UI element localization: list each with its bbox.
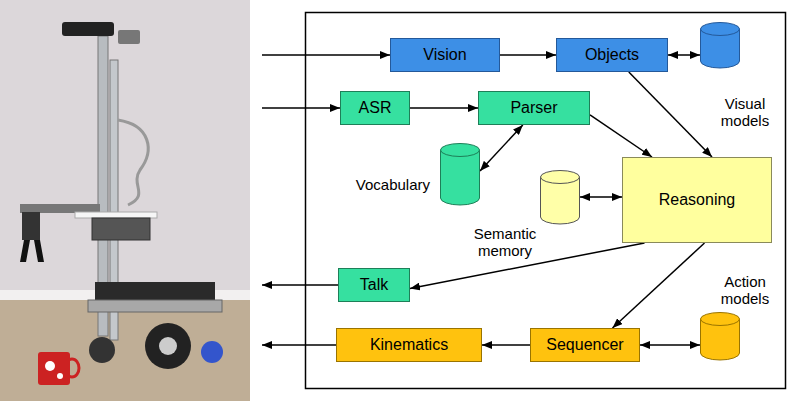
store-label: Semantic memory (465, 226, 545, 259)
process-box: Reasoning (622, 157, 772, 243)
process-box: Talk (338, 268, 410, 302)
box-label: Vision (423, 46, 466, 64)
connector-arrow (590, 115, 652, 157)
process-box: Sequencer (530, 328, 640, 362)
box-label: Kinematics (370, 336, 448, 354)
shelf (75, 212, 157, 218)
process-box: Kinematics (336, 328, 482, 362)
battery-plate (95, 282, 215, 300)
cylinder-shape (700, 312, 740, 360)
cylinder-body (441, 150, 480, 205)
storage-cylinder: Action models (700, 312, 740, 360)
connector-arrow (482, 344, 530, 346)
process-box: Objects (556, 38, 668, 72)
box-label: Parser (510, 99, 557, 117)
servo (22, 212, 40, 240)
cylinder-shape (540, 170, 580, 224)
mug-pattern (57, 373, 63, 379)
connector-arrow (480, 125, 523, 171)
connector-arrow (629, 72, 712, 157)
base-frame (88, 300, 222, 312)
store-label: Vocabulary (330, 177, 430, 194)
storage-cylinder: Visual models (700, 22, 740, 68)
box-label: Talk (360, 276, 388, 294)
connector-arrow (580, 196, 622, 198)
box-label: Reasoning (659, 191, 736, 209)
robot (20, 22, 223, 369)
cylinder-shape (440, 143, 480, 205)
mug (38, 352, 79, 385)
camera (118, 30, 140, 44)
mug-body (38, 352, 70, 385)
caster (201, 341, 223, 363)
process-box: ASR (340, 91, 410, 125)
gripper (20, 240, 44, 262)
input-arrow (262, 107, 340, 109)
input-arrow (262, 54, 390, 56)
carpet (0, 298, 250, 401)
controller (92, 218, 150, 240)
connector-arrow (410, 107, 478, 109)
connector-arrow (668, 54, 700, 56)
store-label: Visual models (705, 96, 785, 129)
system-boundary (306, 13, 786, 389)
output-arrow (262, 284, 338, 286)
cylinder-top (441, 144, 480, 157)
wheel (89, 337, 115, 363)
mug-pattern (45, 361, 55, 371)
box-label: Objects (585, 46, 639, 64)
process-box: Parser (478, 91, 590, 125)
store-label: Action models (705, 274, 785, 307)
box-label: Sequencer (546, 336, 623, 354)
cable (118, 120, 148, 205)
storage-cylinder: Semantic memory (540, 170, 580, 224)
photo (0, 0, 250, 401)
cylinder-top (701, 23, 740, 36)
cylinder-top (541, 171, 580, 184)
storage-cylinder: Vocabulary (440, 143, 480, 205)
connector-arrow (613, 243, 705, 328)
cylinder-top (701, 313, 740, 326)
depth-camera (62, 22, 114, 36)
process-box: Vision (390, 38, 500, 72)
cylinder-shape (700, 22, 740, 68)
box-label: ASR (359, 99, 392, 117)
connector-arrow (500, 54, 556, 56)
wall (0, 0, 250, 401)
output-arrow (262, 344, 336, 346)
cylinder-body (541, 177, 580, 224)
wheel (145, 323, 191, 369)
hub (159, 337, 177, 355)
connector-arrow (640, 344, 700, 346)
